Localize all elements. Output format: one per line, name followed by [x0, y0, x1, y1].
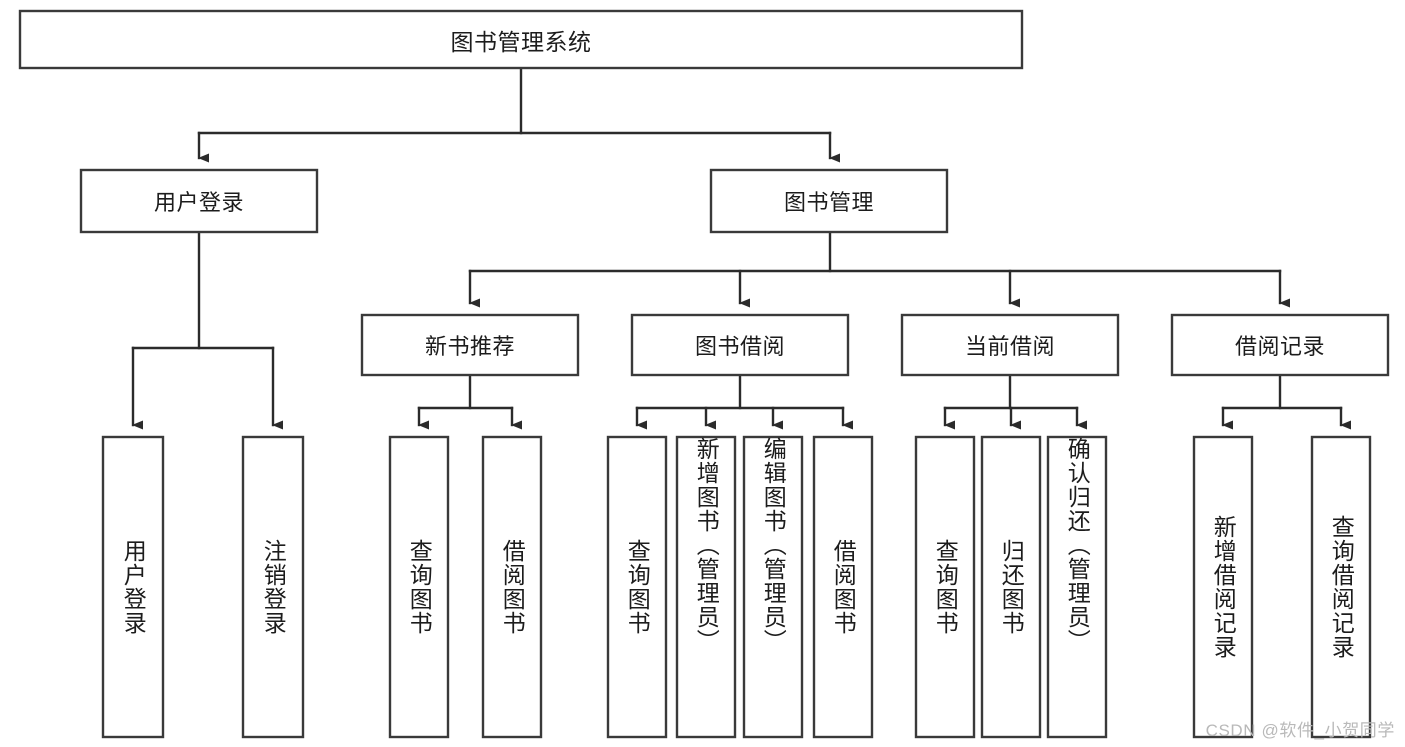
node-box-user-login[interactable] [79, 168, 319, 234]
node-box-book-management[interactable] [709, 168, 949, 234]
node-box-current-confirm-return-admin[interactable] [1046, 435, 1108, 739]
connectors-layer [131, 66, 1351, 430]
node-box-borrow-add-book-admin[interactable] [675, 435, 737, 739]
node-box-new-book-recommend[interactable] [360, 313, 580, 377]
node-box-current-borrow[interactable] [900, 313, 1120, 377]
node-box-borrow-edit-book-admin[interactable] [742, 435, 804, 739]
node-box-user-logout-leaf[interactable] [241, 435, 305, 739]
node-box-borrow-query-book[interactable] [606, 435, 668, 739]
node-box-records-add-record[interactable] [1192, 435, 1254, 739]
node-box-borrow-records[interactable] [1170, 313, 1390, 377]
node-box-root[interactable] [18, 9, 1024, 70]
node-box-user-login-leaf[interactable] [101, 435, 165, 739]
node-box-records-query-record[interactable] [1310, 435, 1372, 739]
node-box-book-borrow[interactable] [630, 313, 850, 377]
node-box-recommend-borrow-book[interactable] [481, 435, 543, 739]
node-box-current-query-book[interactable] [914, 435, 976, 739]
node-box-current-return-book[interactable] [980, 435, 1042, 739]
node-box-borrow-borrow-book[interactable] [812, 435, 874, 739]
node-box-recommend-query-book[interactable] [388, 435, 450, 739]
node-boxes-layer [18, 9, 1390, 739]
